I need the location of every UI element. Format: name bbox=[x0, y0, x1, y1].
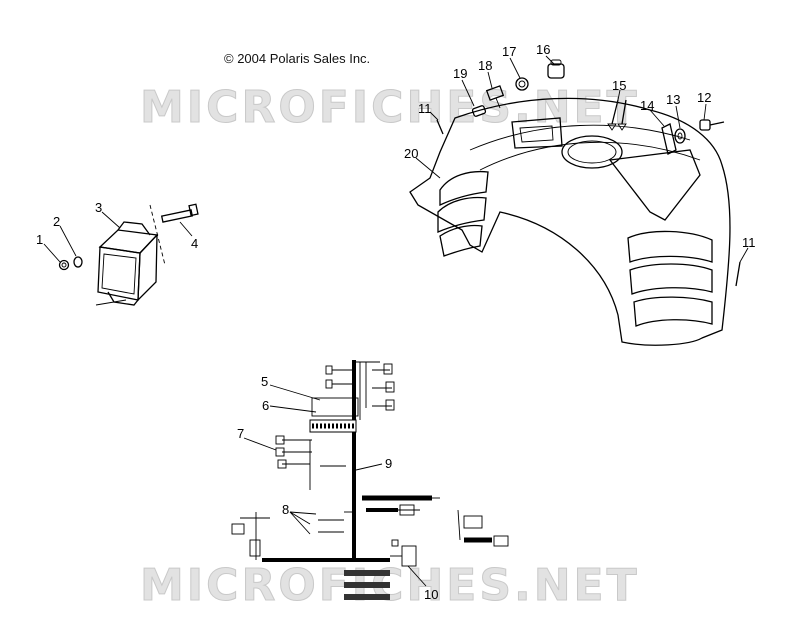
screw-part-12 bbox=[699, 119, 725, 131]
callout-7: 7 bbox=[237, 426, 244, 441]
callout-9: 9 bbox=[385, 456, 392, 471]
plug-part-19 bbox=[471, 105, 487, 117]
nut-part-1 bbox=[58, 259, 70, 271]
fastener-part-15 bbox=[607, 99, 627, 131]
callout-13: 13 bbox=[666, 92, 680, 107]
callout-6: 6 bbox=[262, 398, 269, 413]
callout-11-right: 11 bbox=[742, 235, 756, 250]
callout-17: 17 bbox=[502, 44, 516, 59]
callout-4: 4 bbox=[191, 236, 198, 251]
connector-part-14 bbox=[661, 123, 677, 155]
callout-18: 18 bbox=[478, 58, 492, 73]
callout-19: 19 bbox=[453, 66, 467, 81]
callout-14: 14 bbox=[640, 98, 654, 113]
callout-2: 2 bbox=[53, 214, 60, 229]
callout-3: 3 bbox=[95, 200, 102, 215]
regulator-module bbox=[95, 221, 159, 306]
dash-panel-part-20 bbox=[409, 97, 731, 346]
callout-16: 16 bbox=[536, 42, 550, 57]
callout-11-top: 11 bbox=[418, 101, 432, 116]
callout-20: 20 bbox=[404, 146, 418, 161]
callout-10: 10 bbox=[424, 587, 438, 602]
callout-12: 12 bbox=[697, 90, 711, 105]
watermark-top: MICROFICHES.NET bbox=[140, 82, 640, 133]
callout-5: 5 bbox=[261, 374, 268, 389]
screw-part-11a bbox=[436, 119, 444, 135]
washer-part-2 bbox=[73, 256, 83, 268]
nut-part-17 bbox=[515, 77, 529, 91]
callout-15: 15 bbox=[612, 78, 626, 93]
switch-part-18 bbox=[485, 85, 505, 109]
callout-8: 8 bbox=[282, 502, 289, 517]
leader-lines bbox=[43, 55, 749, 587]
washer-part-13 bbox=[674, 128, 686, 144]
bolt-part-4 bbox=[149, 203, 199, 266]
copyright-notice: © 2004 Polaris Sales Inc. bbox=[224, 51, 371, 66]
screw-part-11b bbox=[735, 261, 741, 287]
knob-part-16 bbox=[547, 59, 565, 79]
wiring-harness-part-9 bbox=[231, 360, 509, 600]
callout-1: 1 bbox=[36, 232, 43, 247]
